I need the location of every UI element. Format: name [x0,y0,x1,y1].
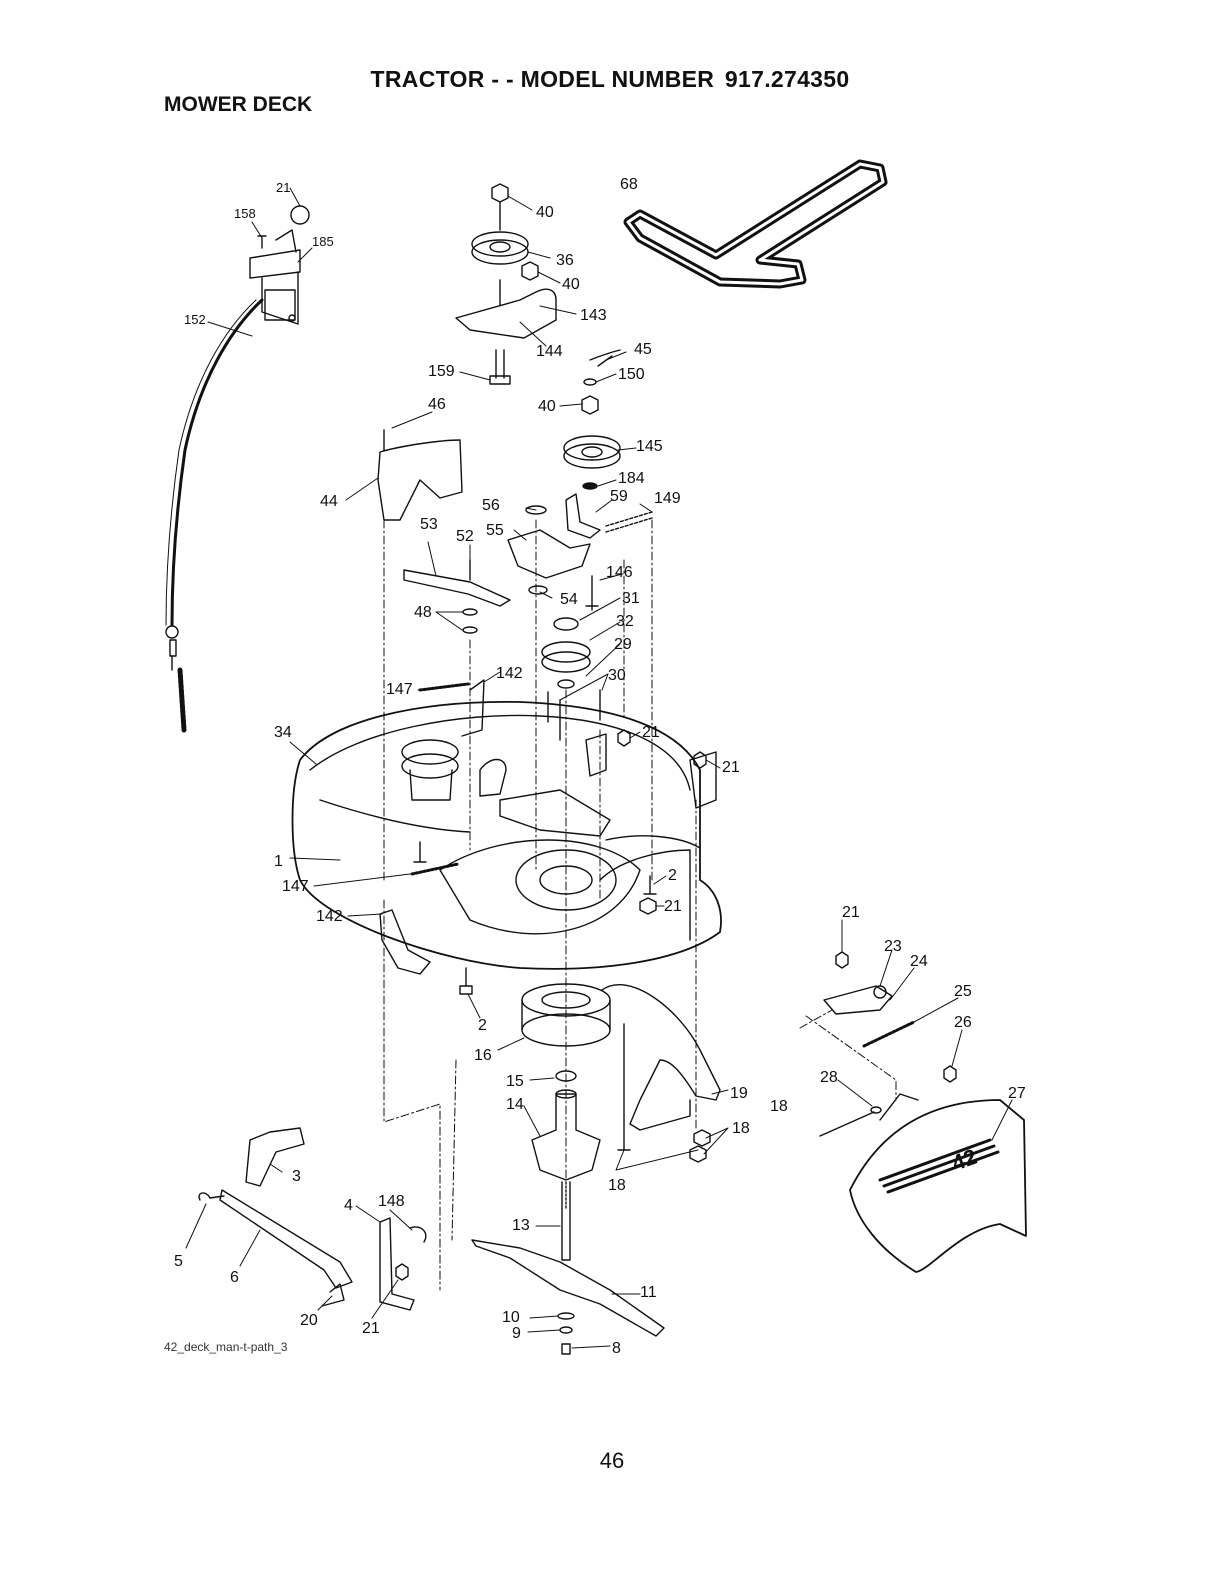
lift-cable-part [165,205,310,733]
title-text: TRACTOR - - MODEL NUMBER [370,66,715,92]
callout-label: 27 [1008,1085,1026,1102]
callout-label: 18 [770,1098,788,1115]
drive-pulley-assembly [541,617,601,741]
discharge-chute-part [819,1093,1027,1273]
callout-label: 142 [316,908,343,925]
callout-label: 25 [954,983,972,1000]
callout-labels: 21 158 185 152 68 40 36 40 143 144 159 4… [174,176,1026,1357]
callout-label: 147 [386,681,413,698]
callout-label: 185 [312,234,334,249]
callout-label: 45 [634,341,652,358]
callout-label: 32 [616,613,634,630]
deck-fasteners [413,729,707,915]
model-number: 917.274350 [724,66,850,92]
callout-label: 1 [274,853,283,870]
callout-label: 46 [428,396,446,413]
callout-label: 31 [622,590,640,607]
callout-label: 28 [820,1069,838,1086]
arm-lower-part [379,909,431,975]
callout-label: 159 [428,363,455,380]
callout-label: 146 [606,564,633,581]
belt-guide-part [377,429,463,521]
bolt-lower-part [459,967,473,995]
callout-label: 184 [618,470,645,487]
callout-label: 44 [320,493,338,510]
callout-label: 68 [620,176,638,193]
callout-label: 40 [562,276,580,293]
callout-label: 23 [884,938,902,955]
callout-label: 55 [486,522,504,539]
callout-label: 34 [274,724,292,741]
mower-deck-housing [291,700,722,970]
callout-label: 24 [910,953,928,970]
callout-label: 19 [730,1085,748,1102]
deck-size-mark: 42 [948,1144,980,1176]
spring-upper-part [418,679,485,737]
callout-label: 40 [538,398,556,415]
callout-label: 53 [420,516,438,533]
callout-label: 59 [610,488,628,505]
figure-file-label: 42_deck_man-t-path_3 [164,1340,288,1354]
callout-label: 2 [668,867,677,884]
callout-label: 10 [502,1309,520,1326]
callout-label: 150 [618,366,645,383]
callout-label: 2 [478,1017,487,1034]
callout-label: 6 [230,1269,239,1286]
callout-label: 144 [536,343,563,360]
blade-part [471,1239,665,1355]
leader-lines [185,187,1013,1349]
callout-label: 16 [474,1047,492,1064]
callout-label: 56 [482,497,500,514]
callout-label: 52 [456,528,474,545]
callout-label: 21 [664,898,682,915]
callout-label: 40 [536,204,554,221]
callout-label: 21 [276,180,290,195]
callout-label: 8 [612,1340,621,1357]
callout-label: 18 [732,1120,750,1137]
callout-label: 30 [608,667,626,684]
callout-label: 158 [234,206,256,221]
lift-link-assembly [198,1127,427,1311]
baffle-part [601,984,721,1131]
callout-label: 21 [642,724,660,741]
callout-label: 147 [282,878,309,895]
callout-label: 4 [344,1197,353,1214]
page-title: TRACTOR - - MODEL NUMBER 917.274350 [0,66,1224,93]
callout-label: 143 [580,307,607,324]
callout-label: 142 [496,665,523,682]
drive-belt-part [623,159,888,289]
callout-label: 13 [512,1217,530,1234]
callout-label: 20 [300,1312,318,1329]
callout-label: 145 [636,438,663,455]
callout-label: 21 [362,1320,380,1337]
callout-label: 5 [174,1253,183,1270]
callout-label: 18 [608,1177,626,1194]
callout-label: 149 [654,490,681,507]
callout-label: 21 [842,904,860,921]
callout-label: 54 [560,591,578,608]
callout-label: 148 [378,1193,405,1210]
spring-lower-part [410,862,460,876]
callout-label: 48 [414,604,432,621]
callout-label: 36 [556,252,574,269]
callout-label: 14 [506,1096,524,1113]
callout-label: 15 [506,1073,524,1090]
callout-label: 26 [954,1014,972,1031]
callout-label: 152 [184,312,206,327]
idler-arm-assembly [507,349,653,611]
belt-bracket-part [403,559,511,634]
callout-label: 9 [512,1325,521,1342]
callout-label: 21 [722,759,740,776]
page-number: 46 [599,1448,625,1473]
chute-bracket-assembly [823,951,957,1083]
callout-label: 11 [640,1284,657,1301]
callout-label: 3 [292,1168,301,1185]
callout-label: 29 [614,636,632,653]
alignment-lines [383,519,897,1291]
idler-pulley-assembly [455,183,557,385]
section-title: MOWER DECK [164,93,313,116]
